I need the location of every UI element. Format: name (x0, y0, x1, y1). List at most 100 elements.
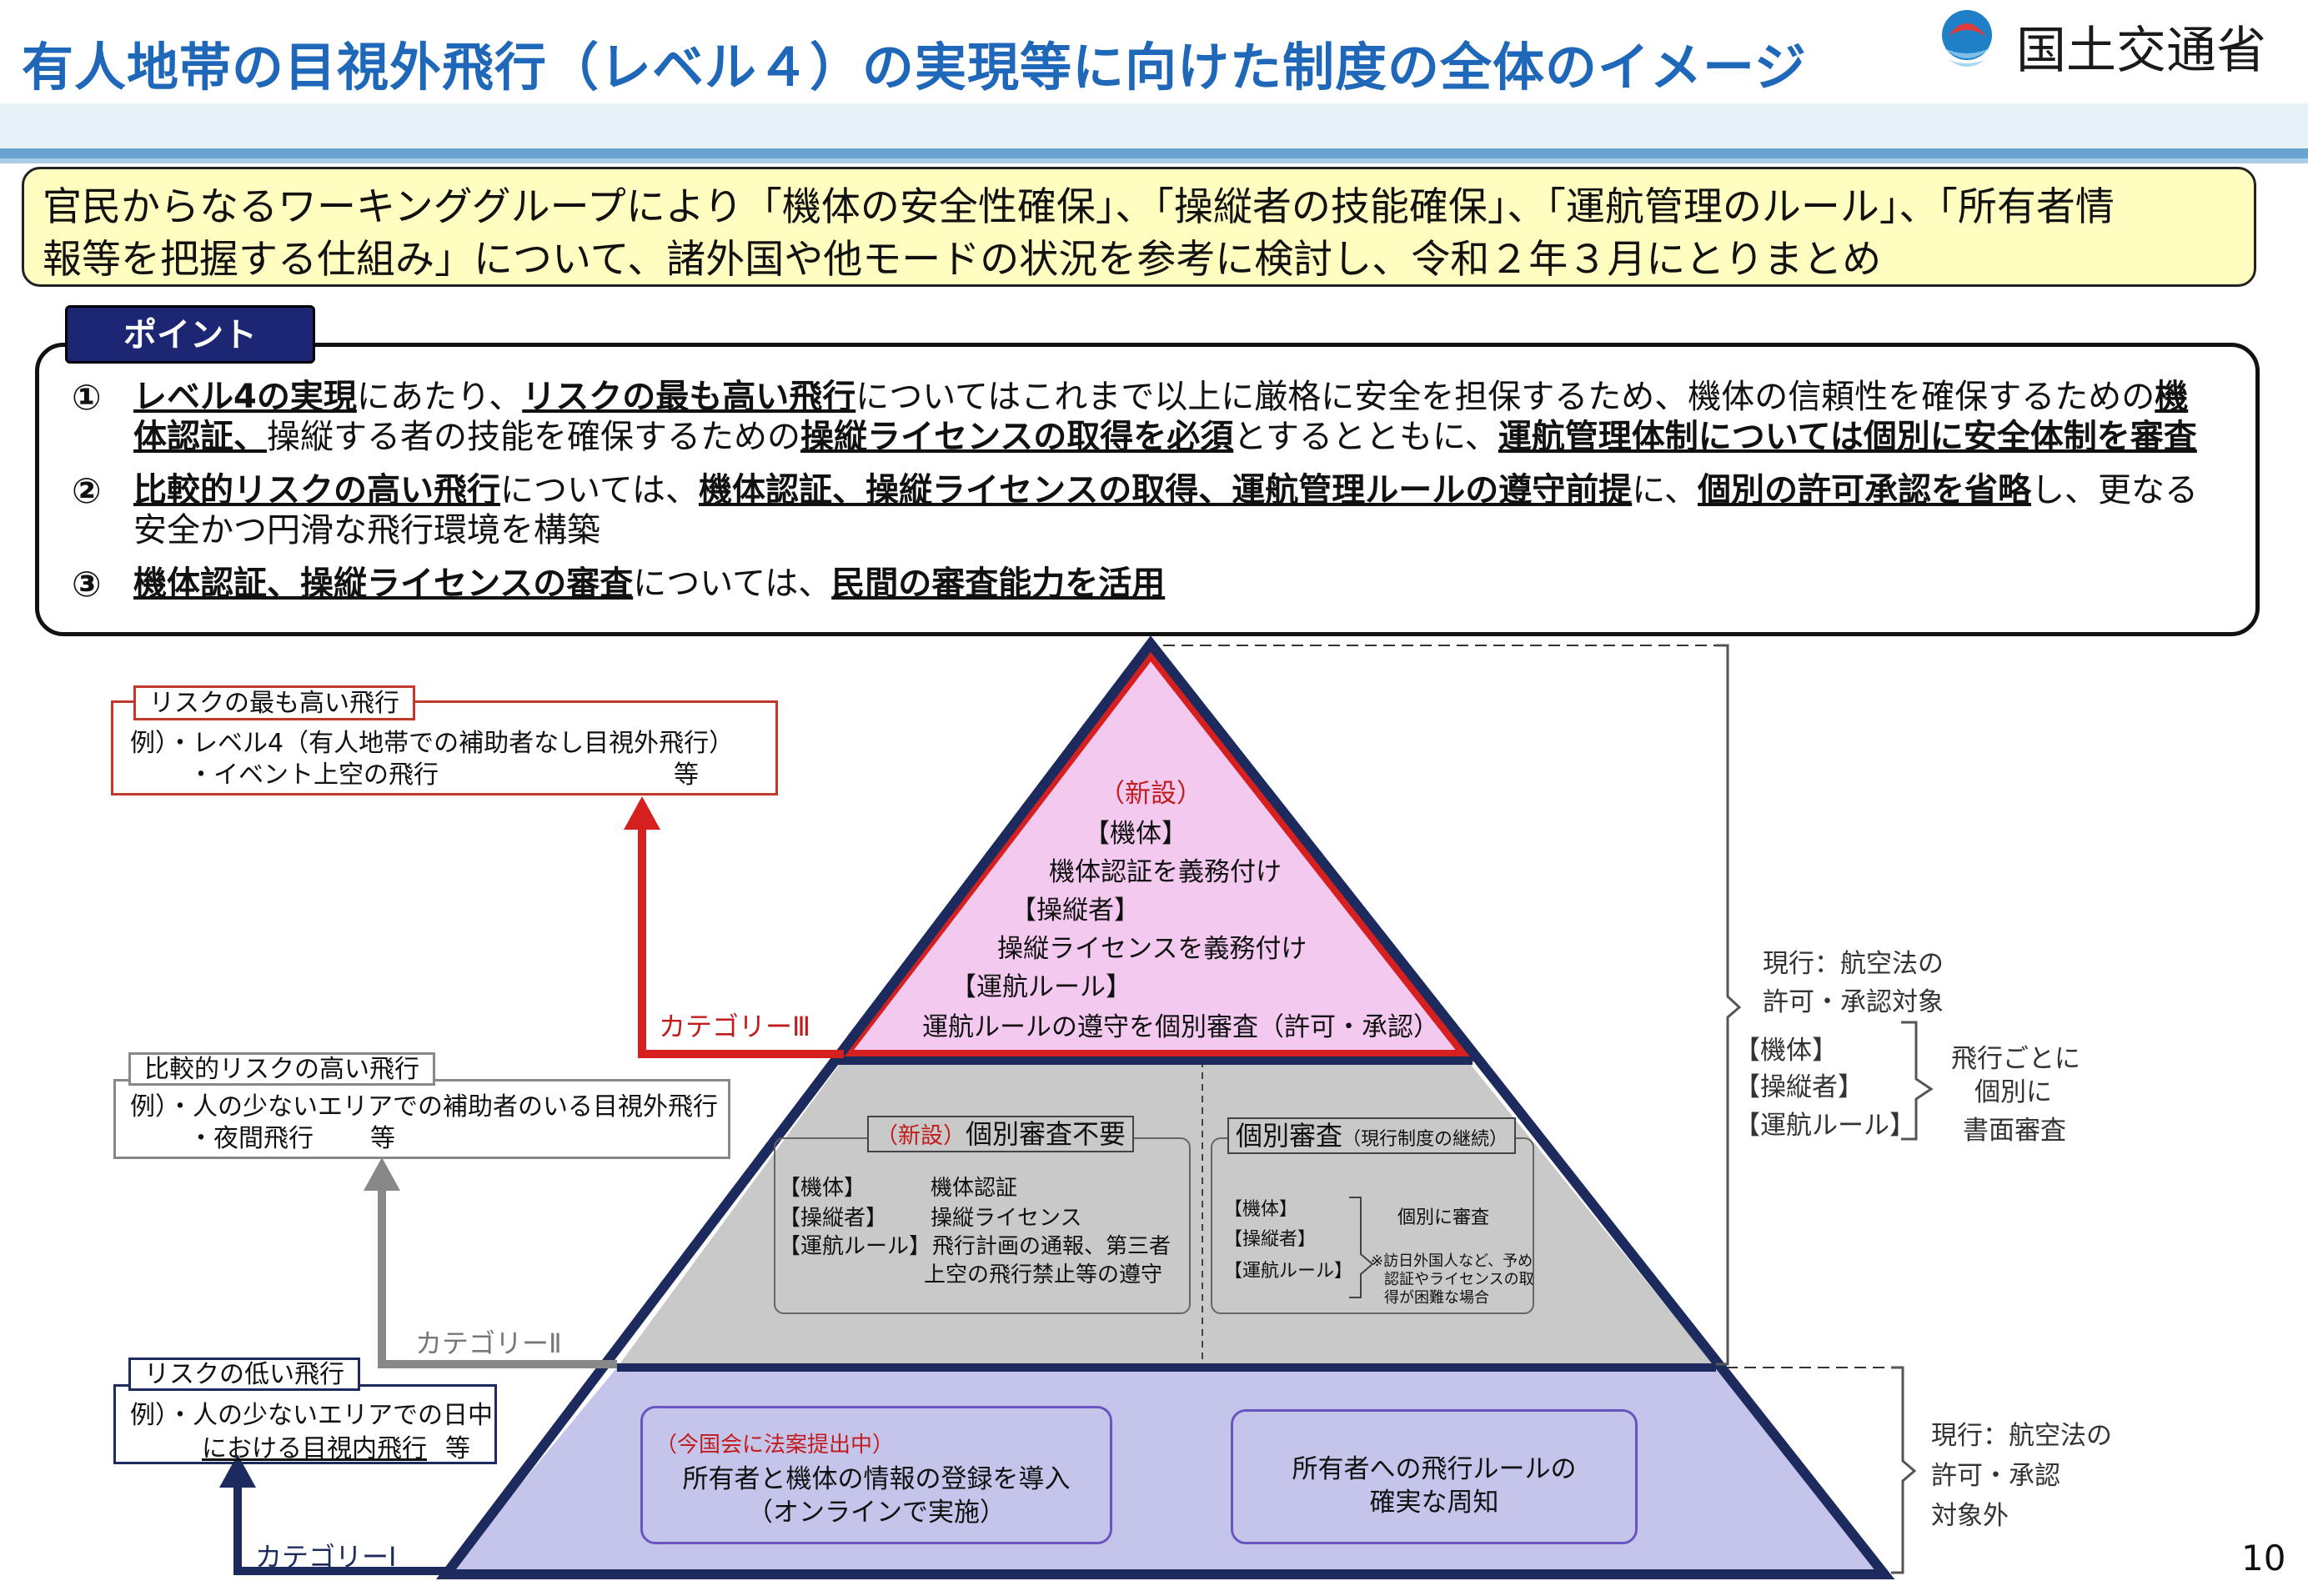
mid-risk-suffix: 等 (370, 1124, 395, 1153)
header-band (0, 103, 2308, 148)
middle-right-title-note: （現行制度の継続） (1342, 1129, 1508, 1150)
category-3-arrowhead (624, 796, 660, 830)
middle-left-value-1: 機体認証 (931, 1176, 1018, 1201)
point-2-emph: 比較的リスクの高い飛行 (133, 471, 500, 509)
top-tier-airframe-key: 【機体】 (1084, 819, 1187, 849)
header-divider-light (0, 158, 2308, 163)
right-upper-line-1: 現行：航空法の (1763, 949, 1944, 979)
point-2-emph: 機体認証、操縦ライセンスの取得、運航管理ルールの遵守前提 (699, 471, 1633, 509)
point-1-text: とするとともに、 (1233, 418, 1498, 456)
middle-left-key-1: 【機体】 (779, 1176, 866, 1201)
top-tier-pilot-key: 【操縦者】 (1011, 896, 1140, 926)
middle-right-note-1: ※訪日外国人など、予め (1371, 1252, 1533, 1270)
summary-line-2: 報等を把握する仕組み」について、諸外国や他モードの状況を参考に検討し、令和２年３… (43, 237, 1882, 283)
rule-notice-line-2: 確実な周知 (1369, 1488, 1499, 1518)
top-tier-new-tag: （新設） (1099, 779, 1202, 809)
right-upper-line-2: 許可・承認対象 (1763, 987, 1944, 1017)
point-1-text: についてはこれまで以上に厳格に安全を担保するため、機体の信頼性を確保するための (855, 378, 2155, 416)
middle-left-key-3: 【運航ルール】 (779, 1234, 931, 1259)
middle-right-note-2: 認証やライセンスの取 (1384, 1271, 1534, 1288)
brace-inner (1901, 1021, 1934, 1141)
point-1-emph: 運航管理体制については個別に安全体制を審査 (1498, 418, 2197, 456)
middle-left-value-3: 飛行計画の通報、第三者 (932, 1234, 1172, 1259)
brace-upper (1716, 644, 1742, 1366)
registration-line-1: 所有者と機体の情報の登録を導入 (682, 1464, 1071, 1494)
registration-tag: （今国会に法案提出中） (655, 1433, 895, 1458)
point-1-emph: レベル4の実現 (133, 378, 357, 416)
category-2-arrowhead (364, 1157, 400, 1191)
point-text-1: レベル4の実現にあたり、リスクの最も高い飛行についてはこれまで以上に厳格に安全を… (133, 377, 2218, 457)
point-1-emph: 操縦ライセンスの取得を必須 (800, 418, 1234, 456)
point-text-2: 比較的リスクの高い飛行については、機体認証、操縦ライセンスの取得、運航管理ルール… (133, 470, 2218, 550)
category-3-label: カテゴリーⅢ (659, 1011, 811, 1042)
point-2-text: し、更なる安全かつ円滑な飛行環境を構築 (133, 471, 2199, 550)
middle-right-key-3: 【運航ルール】 (1224, 1261, 1353, 1282)
middle-new-tag: （新設） (876, 1123, 966, 1149)
middle-left-title-text: 個別審査不要 (966, 1118, 1126, 1150)
points-tab: ポイント (65, 305, 315, 364)
points-box (35, 343, 2260, 636)
individual-review-title: 個別審査（現行制度の継続） (1227, 1117, 1517, 1154)
middle-right-title-text: 個別審査 (1236, 1120, 1343, 1152)
category-3-arrow (638, 826, 844, 1058)
point-number-1: ① (72, 377, 102, 418)
category-2-label: カテゴリーⅡ (415, 1327, 562, 1359)
middle-right-value: 個別に審査 (1397, 1207, 1490, 1228)
low-risk-suffix: 等 (445, 1434, 470, 1463)
right-lower-line-2: 許可・承認 (1931, 1461, 2060, 1491)
header-divider (0, 148, 2308, 158)
middle-right-key-1: 【機体】 (1224, 1199, 1298, 1220)
point-1-text: 操縦する者の技能を確保するための (267, 418, 800, 456)
right-upper-value-1: 飛行ごとに (1951, 1044, 2080, 1074)
top-tier-ops-value: 運航ルールの遵守を個別審査（許可・承認） (922, 1012, 1439, 1042)
no-individual-review-title: （新設）個別審査不要 (867, 1116, 1135, 1152)
page-title: 有人地帯の目視外飛行（レベル４）の実現等に向けた制度の全体のイメージ (22, 37, 1807, 98)
middle-left-value-3b: 上空の飛行禁止等の遵守 (924, 1262, 1163, 1287)
summary-line-1: 官民からなるワーキンググループにより「機体の安全性確保」、「操縦者の技能確保」、… (43, 184, 2115, 230)
rule-notice-line-1: 所有者への飛行ルールの (1292, 1454, 1577, 1484)
point-3-emph: 民間の審査能力を活用 (831, 565, 1166, 603)
category-1-arrowhead (219, 1454, 256, 1488)
high-risk-title: リスクの最も高い飛行 (133, 685, 415, 720)
brace-lower (1891, 1366, 1917, 1574)
rule-notice-box (1231, 1409, 1638, 1544)
top-tier-airframe-value: 機体認証を義務付け (1049, 857, 1282, 887)
category-1-label: カテゴリーⅠ (255, 1541, 397, 1573)
right-upper-key-2: 【操縦者】 (1734, 1072, 1864, 1102)
point-2-text: に、 (1632, 471, 1698, 509)
pyramid-outline (435, 635, 1895, 1579)
middle-left-value-2: 操縦ライセンス (931, 1206, 1082, 1231)
page-number: 10 (2241, 1538, 2286, 1578)
high-risk-panel (111, 700, 778, 795)
right-upper-value-3: 書面審査 (1963, 1116, 2066, 1146)
mid-risk-example-1: 例）・人の少ないエリアでの補助者のいる目視外飛行 (130, 1092, 718, 1122)
right-upper-key-3: 【運航ルール】 (1734, 1111, 1915, 1141)
brace-middle-right (1349, 1197, 1374, 1298)
point-3-text: については、 (633, 565, 832, 603)
high-risk-example-1: 例）・レベル4（有人地帯での補助者なし目視外飛行） (130, 729, 735, 758)
point-1-text: にあたり、 (356, 378, 523, 416)
mlit-logo-icon (1942, 10, 1992, 67)
point-1-emph: リスクの最も高い飛行 (522, 378, 856, 416)
middle-right-key-2: 【操縦者】 (1224, 1229, 1317, 1250)
point-number-2: ② (72, 470, 102, 511)
point-2-emph: 個別の許可承認を省略 (1698, 471, 2032, 509)
mid-risk-example-2: ・夜間飛行 (188, 1124, 314, 1153)
top-tier-pilot-value: 操縦ライセンスを義務付け (997, 934, 1307, 964)
middle-left-key-2: 【操縦者】 (779, 1206, 888, 1231)
top-tier-ops-key: 【運航ルール】 (951, 972, 1131, 1002)
point-3-emph: 機体認証、操縦ライセンスの審査 (133, 565, 634, 603)
middle-right-note-3: 得が困難な場合 (1384, 1289, 1489, 1307)
summary-box: 官民からなるワーキンググループにより「機体の安全性確保」、「操縦者の技能確保」、… (22, 167, 2256, 287)
ministry-name: 国土交通省 (2016, 22, 2266, 80)
registration-line-2: （オンラインで実施） (747, 1498, 1006, 1528)
right-upper-key-1: 【機体】 (1734, 1036, 1838, 1066)
point-number-3: ③ (72, 564, 102, 605)
registration-box (640, 1406, 1112, 1544)
mid-risk-title: 比較的リスクの高い飛行 (128, 1052, 435, 1086)
right-lower-line-1: 現行：航空法の (1931, 1421, 2112, 1451)
low-risk-example-2: における目視内飛行 (202, 1434, 427, 1463)
category-1-arrow (233, 1484, 446, 1575)
point-2-text: については、 (500, 471, 699, 509)
point-1-emph: 機体認証、 (133, 378, 2189, 456)
